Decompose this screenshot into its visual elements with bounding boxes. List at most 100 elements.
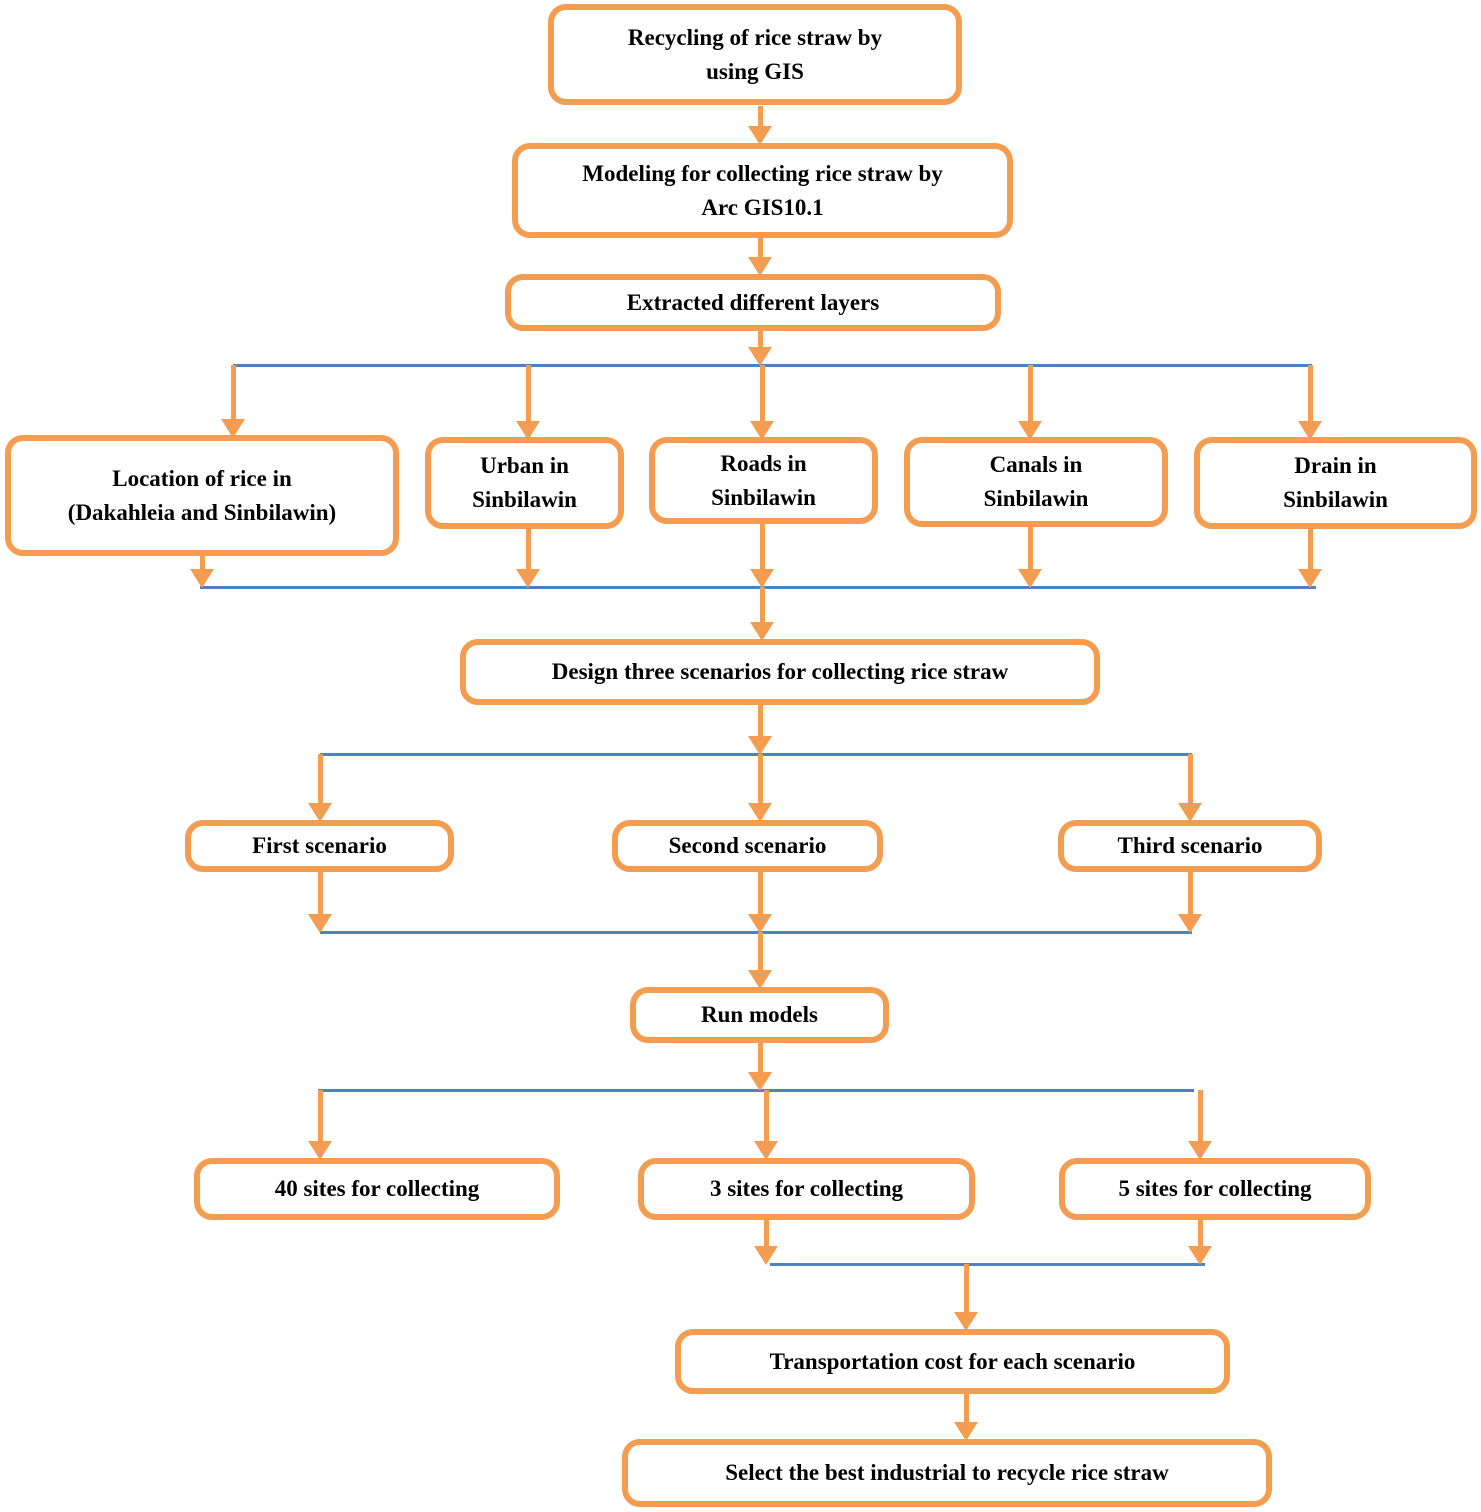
- flow-arrow-shaft-14: [760, 587, 765, 627]
- flow-box-canals-sinbilawin: Canals in Sinbilawin: [904, 437, 1168, 527]
- flow-box-label: Recycling of rice straw by: [627, 24, 883, 50]
- flow-box-label: Arc GIS10.1: [701, 194, 824, 220]
- flow-arrow-shaft-10: [526, 529, 531, 574]
- flow-box-label: Sinbilawin: [711, 484, 816, 510]
- flow-arrowhead-down-icon: [221, 419, 245, 438]
- flow-arrowhead-down-icon: [190, 569, 214, 588]
- flow-arrowhead-down-icon: [1178, 914, 1202, 933]
- flow-box-label: 5 sites for collecting: [1118, 1176, 1312, 1201]
- flow-box-transportation-cost: Transportation cost for each scenario: [675, 1329, 1230, 1394]
- flow-arrowhead-down-icon: [748, 126, 772, 145]
- flow-arrow-shaft-18: [1188, 754, 1193, 808]
- flow-arrow-shaft-11: [760, 524, 765, 574]
- flow-arrowhead-down-icon: [954, 1422, 978, 1441]
- flow-arrow-shaft-23: [758, 1043, 763, 1077]
- flow-box-location-rice: Location of rice in (Dakahleia and Sinbil…: [5, 435, 399, 556]
- flow-arrowhead-down-icon: [1298, 421, 1322, 440]
- flow-box-label: Urban in: [480, 453, 569, 478]
- flow-arrowhead-down-icon: [516, 569, 540, 588]
- flow-arrow-shaft-27: [764, 1220, 769, 1251]
- flow-box-modeling-arcgis: Modeling for collecting rice straw by Arc…: [512, 143, 1013, 238]
- flow-arrow-shaft-5: [526, 365, 531, 426]
- flow-arrow-shaft-22: [758, 932, 763, 975]
- flow-arrow-shaft-4: [231, 365, 236, 424]
- flow-box-label: Roads in: [720, 450, 807, 476]
- flow-arrowhead-down-icon: [1298, 569, 1322, 588]
- flow-box-first-scenario: First scenario: [185, 820, 454, 872]
- flow-arrow-shaft-8: [1308, 365, 1313, 426]
- flow-arrow-shaft-6: [760, 365, 765, 426]
- flow-arrow-shaft-25: [764, 1090, 769, 1146]
- flow-box-recycling-gis: Recycling of rice straw by using GIS: [548, 4, 962, 105]
- flow-arrowhead-down-icon: [748, 803, 772, 822]
- flow-arrowhead-down-icon: [748, 257, 772, 276]
- flow-arrow-shaft-12: [1028, 527, 1033, 574]
- flow-box-label: Extracted different layers: [626, 289, 880, 315]
- flow-box-label: Run models: [701, 1002, 818, 1027]
- flow-arrowhead-down-icon: [750, 421, 774, 440]
- flow-box-label: 3 sites for collecting: [709, 1176, 904, 1201]
- flow-arrowhead-down-icon: [748, 736, 772, 755]
- flow-box-label: Location of rice in: [112, 465, 292, 491]
- flow-box-extracted-layers: Extracted different layers: [505, 274, 1001, 331]
- flow-box-drain-sinbilawin: Drain in Sinbilawin: [1194, 437, 1477, 529]
- flow-arrow-shaft-7: [1028, 365, 1033, 426]
- flow-box-second-scenario: Second scenario: [612, 820, 883, 872]
- flow-box-label: using GIS: [706, 58, 804, 84]
- flow-arrowhead-down-icon: [754, 1246, 778, 1265]
- flow-arrow-shaft-24: [318, 1090, 323, 1146]
- flow-arrowhead-down-icon: [1188, 1141, 1212, 1160]
- flow-arrow-shaft-9: [200, 556, 205, 574]
- flow-box-label: First scenario: [252, 833, 387, 858]
- flow-arrowhead-down-icon: [308, 803, 332, 822]
- flow-arrowhead-down-icon: [748, 914, 772, 933]
- flow-arrow-shaft-21: [1188, 872, 1193, 919]
- flow-arrow-shaft-28: [1198, 1220, 1203, 1251]
- flow-box-label: Drain in: [1294, 453, 1377, 478]
- flow-arrowhead-down-icon: [1018, 569, 1042, 588]
- flow-box-roads-sinbilawin: Roads in Sinbilawin: [649, 437, 878, 524]
- flow-arrow-shaft-3: [758, 331, 763, 352]
- flow-box-run-models: Run models: [630, 987, 889, 1043]
- flow-box-label: 40 sites for collecting: [274, 1176, 480, 1201]
- flow-arrow-shaft-17: [758, 754, 763, 808]
- flow-arrowhead-down-icon: [750, 569, 774, 588]
- flow-arrowhead-down-icon: [748, 970, 772, 989]
- flow-arrow-shaft-13: [1308, 529, 1313, 574]
- flow-arrowhead-down-icon: [308, 1141, 332, 1160]
- flow-arrow-shaft-16: [318, 754, 323, 808]
- flow-box-label: Second scenario: [668, 833, 827, 858]
- flow-arrow-shaft-19: [318, 872, 323, 919]
- flow-box-label: (Dakahleia and Sinbilawin): [67, 499, 337, 525]
- flow-arrowhead-down-icon: [954, 1312, 978, 1331]
- flow-arrowhead-down-icon: [748, 347, 772, 366]
- flow-arrowhead-down-icon: [1188, 1246, 1212, 1265]
- flow-arrowhead-down-icon: [1178, 803, 1202, 822]
- flow-arrowhead-down-icon: [754, 1141, 778, 1160]
- flow-box-select-best: Select the best industrial to recycle ri…: [622, 1439, 1272, 1507]
- flow-arrow-shaft-30: [964, 1394, 969, 1427]
- flow-box-label: Canals in: [989, 452, 1083, 477]
- flow-box-label: Sinbilawin: [1283, 487, 1388, 512]
- flow-arrow-shaft-15: [758, 705, 763, 741]
- flow-arrowhead-down-icon: [1018, 421, 1042, 440]
- flow-box-label: Third scenario: [1117, 833, 1263, 858]
- flow-arrow-shaft-26: [1198, 1090, 1203, 1146]
- flow-arrowhead-down-icon: [516, 421, 540, 440]
- flow-box-sites-5: 5 sites for collecting: [1059, 1158, 1371, 1220]
- flow-box-label: Modeling for collecting rice straw by: [582, 160, 943, 186]
- flow-arrowhead-down-icon: [748, 1072, 772, 1091]
- connector-split-line-layers: [233, 364, 1312, 367]
- flow-arrowhead-down-icon: [308, 914, 332, 933]
- flow-arrow-shaft-2: [758, 238, 763, 262]
- flow-box-third-scenario: Third scenario: [1058, 820, 1322, 872]
- flow-box-design-scenarios: Design three scenarios for collecting ri…: [460, 639, 1100, 705]
- connector-merge-line-sites: [770, 1263, 1205, 1266]
- flow-box-label: Sinbilawin: [983, 486, 1089, 511]
- flow-box-label: Select the best industrial to recycle ri…: [725, 1460, 1169, 1485]
- flow-box-label: Transportation cost for each scenario: [769, 1348, 1136, 1374]
- flow-arrow-shaft-29: [964, 1264, 969, 1317]
- flow-box-label: Design three scenarios for collecting ri…: [551, 659, 1009, 684]
- flow-box-label: Sinbilawin: [472, 487, 577, 512]
